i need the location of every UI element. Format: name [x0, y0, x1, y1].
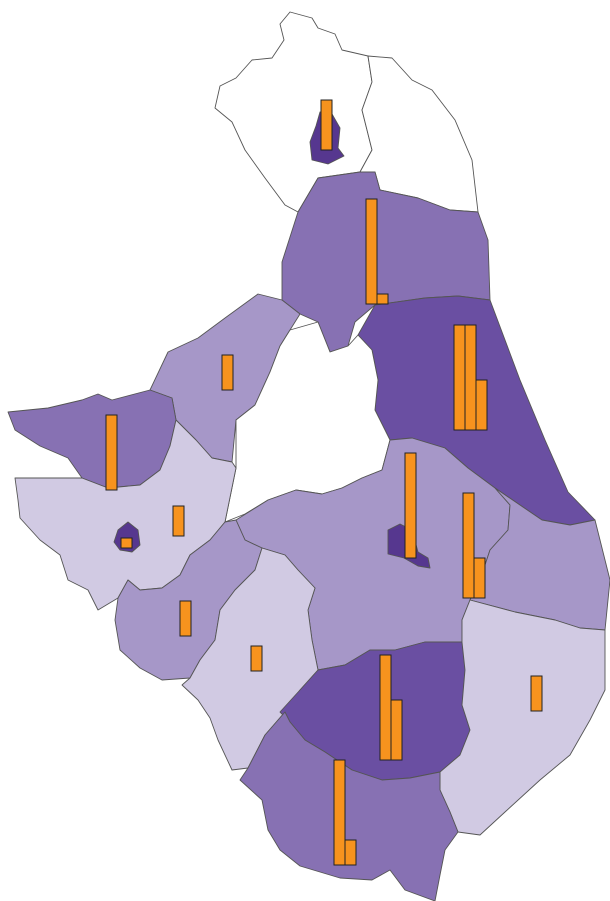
map-regions — [7, 11, 610, 901]
bar-north-west-0 — [221, 354, 234, 391]
bar-east-coast-0 — [453, 324, 466, 431]
bar-north-central-0 — [365, 198, 378, 305]
bar-south-east-0 — [530, 675, 543, 712]
bar-south-central-west-0 — [250, 645, 263, 672]
bar-west-coast-0 — [105, 414, 118, 491]
bar-north-west-upper-0 — [320, 99, 333, 151]
bar-south-central-0 — [379, 654, 392, 761]
bar-east-1 — [473, 557, 486, 599]
bar-north-central-1 — [376, 293, 389, 305]
bar-central-0 — [404, 452, 417, 559]
region-south-central-west — [181, 547, 319, 771]
bar-east-coast-2 — [475, 379, 488, 431]
bar-west-0 — [172, 505, 185, 537]
bar-east-0 — [462, 492, 475, 599]
region-south — [239, 711, 459, 901]
bar-south-1 — [344, 839, 357, 866]
map-bars — [105, 99, 543, 866]
bar-west-city-0 — [120, 537, 133, 549]
bar-south-0 — [333, 759, 346, 866]
bar-east-coast-1 — [464, 324, 477, 431]
bar-south-west-0 — [179, 600, 192, 637]
bar-south-central-1 — [390, 699, 403, 761]
region-south-east — [439, 599, 606, 836]
region-west-coast — [7, 389, 177, 489]
